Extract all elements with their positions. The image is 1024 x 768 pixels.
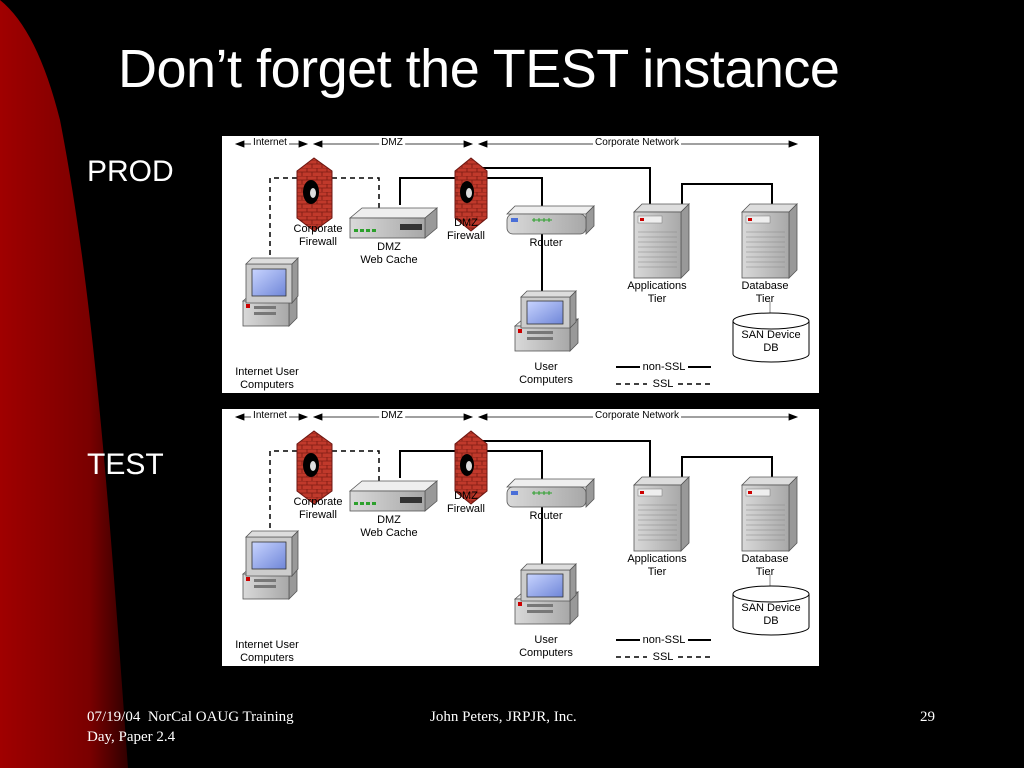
zone-label-internet: Internet [251,137,289,148]
legend-lines [616,639,711,658]
legend-ssl-label: SSL [652,651,674,663]
section-label-test: TEST [87,448,164,481]
prod-network-diagram: Internet DMZ Corporate Network Corporate… [222,136,819,393]
zone-label-corporate-network: Corporate Network [593,410,681,421]
corporate-firewall-label: Corporate Firewall [293,496,343,521]
applications-tier-label: Applications Tier [627,553,687,578]
database-tier-label: Database Tier [741,553,789,578]
database-server-icon [741,203,798,279]
web-cache-icon [348,207,439,239]
user-computer-icon [513,290,580,352]
internet-user-computer-icon [241,530,299,600]
zone-label-corporate-network: Corporate Network [593,137,681,148]
internet-user-computers-label: Internet User Computers [235,639,299,664]
zone-arrows [234,140,799,148]
internet-user-computer-icon [241,257,299,327]
user-computers-label: User Computers [519,361,573,386]
dmz-web-cache-label: DMZ Web Cache [360,514,418,539]
database-server-icon [741,476,798,552]
applications-server-icon [633,476,690,552]
connections [399,440,773,567]
corporate-firewall-icon [296,430,333,505]
zone-arrows [234,413,799,421]
web-cache-icon [348,480,439,512]
corporate-firewall-icon [296,157,333,232]
applications-server-icon [633,203,690,279]
zone-label-dmz: DMZ [379,410,405,421]
applications-tier-label: Applications Tier [627,280,687,305]
san-device-label: SAN Device DB [741,602,801,627]
dmz-firewall-label: DMZ Firewall [447,490,485,515]
dmz-firewall-icon [454,157,488,232]
router-label: Router [529,510,563,522]
san-storage-icon [732,585,810,636]
footer-page-number: 29 [920,709,935,725]
section-label-prod: PROD [87,155,174,188]
slide-title: Don’t forget the TEST instance [118,39,840,99]
legend-non-ssl-label: non-SSL [642,361,686,373]
footer-date-event: 07/19/04 NorCal OAUG Training Day, Paper… [87,709,294,745]
dmz-firewall-icon [454,430,488,505]
san-device-label: SAN Device DB [741,329,801,354]
test-network-diagram: Internet DMZ Corporate Network Corporate… [222,409,819,666]
database-tier-label: Database Tier [741,280,789,305]
legend-ssl-label: SSL [652,378,674,390]
footer-author: John Peters, JRPJR, Inc. [430,709,577,725]
router-icon [506,478,595,508]
zone-label-internet: Internet [251,410,289,421]
diagram-drawing [234,413,810,658]
internet-user-computers-label: Internet User Computers [235,366,299,391]
legend-lines [616,366,711,385]
router-label: Router [529,237,563,249]
user-computers-label: User Computers [519,634,573,659]
diagram-drawing [234,140,810,385]
dmz-firewall-label: DMZ Firewall [447,217,485,242]
user-computer-icon [513,563,580,625]
corporate-firewall-label: Corporate Firewall [293,223,343,248]
router-icon [506,205,595,235]
legend-non-ssl-label: non-SSL [642,634,686,646]
zone-label-dmz: DMZ [379,137,405,148]
dmz-web-cache-label: DMZ Web Cache [360,241,418,266]
san-storage-icon [732,312,810,363]
